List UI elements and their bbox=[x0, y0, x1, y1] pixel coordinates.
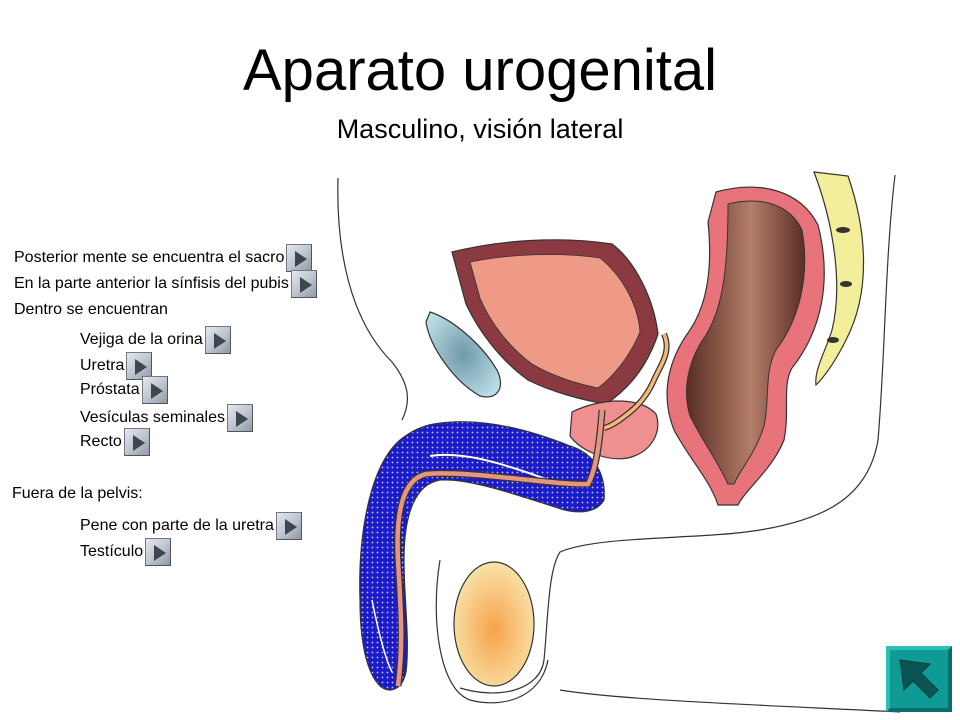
label-pubis-text: En la parte anterior la sínfisis del pub… bbox=[14, 275, 289, 292]
back-button[interactable] bbox=[886, 646, 952, 712]
label-testiculo-text: Testículo bbox=[80, 543, 144, 560]
testis-shape bbox=[453, 561, 535, 687]
body-outline-front bbox=[337, 177, 409, 421]
play-triangle-icon[interactable] bbox=[123, 428, 150, 456]
slide-subtitle: Masculino, visión lateral bbox=[336, 114, 624, 144]
label-vesiculas: Vesículas seminales bbox=[80, 404, 253, 432]
prostate-shape bbox=[569, 400, 659, 460]
label-sacro-text: Posterior mente se encuentra el sacro bbox=[14, 249, 285, 266]
label-pene: Pene con parte de la uretra bbox=[80, 512, 302, 540]
label-recto: Recto bbox=[80, 428, 150, 456]
play-triangle-icon[interactable] bbox=[126, 352, 153, 380]
play-triangle-icon[interactable] bbox=[226, 404, 253, 432]
label-uretra-text: Uretra bbox=[80, 357, 125, 374]
label-prostata-text: Próstata bbox=[80, 381, 140, 398]
bladder-shape bbox=[451, 239, 659, 405]
play-triangle-icon[interactable] bbox=[145, 538, 172, 566]
scrotum-outline bbox=[435, 559, 549, 704]
label-sacro: Posterior mente se encuentra el sacro bbox=[14, 244, 313, 272]
label-fuera-text: Fuera de la pelvis: bbox=[12, 485, 143, 502]
body-outline-back bbox=[459, 174, 896, 694]
play-triangle-icon[interactable] bbox=[275, 512, 302, 540]
label-testiculo: Testículo bbox=[80, 538, 172, 566]
play-triangle-icon[interactable] bbox=[286, 244, 313, 272]
label-recto-text: Recto bbox=[80, 433, 122, 450]
label-fuera: Fuera de la pelvis: bbox=[12, 484, 143, 504]
label-pubis: En la parte anterior la sínfisis del pub… bbox=[14, 270, 317, 298]
body-outline-bottom bbox=[559, 689, 901, 713]
slide-title: Aparato urogenital bbox=[243, 38, 717, 103]
label-prostata: Próstata bbox=[80, 376, 168, 404]
play-triangle-icon[interactable] bbox=[290, 270, 317, 298]
label-vejiga-text: Vejiga de la orina bbox=[80, 331, 203, 348]
play-triangle-icon[interactable] bbox=[204, 326, 231, 354]
label-vesiculas-text: Vesículas seminales bbox=[80, 409, 225, 426]
pubic-symphysis-shape bbox=[425, 311, 501, 398]
play-triangle-icon[interactable] bbox=[141, 376, 168, 404]
rectum-shape bbox=[666, 186, 825, 506]
label-dentro-text: Dentro se encuentran bbox=[14, 301, 168, 318]
label-uretra: Uretra bbox=[80, 352, 153, 380]
label-dentro: Dentro se encuentran bbox=[14, 300, 168, 320]
back-arrow-icon bbox=[899, 659, 939, 699]
penis-shape bbox=[359, 421, 605, 691]
label-vejiga: Vejiga de la orina bbox=[80, 326, 231, 354]
sacrum-shape bbox=[813, 171, 865, 387]
label-pene-text: Pene con parte de la uretra bbox=[80, 517, 274, 534]
